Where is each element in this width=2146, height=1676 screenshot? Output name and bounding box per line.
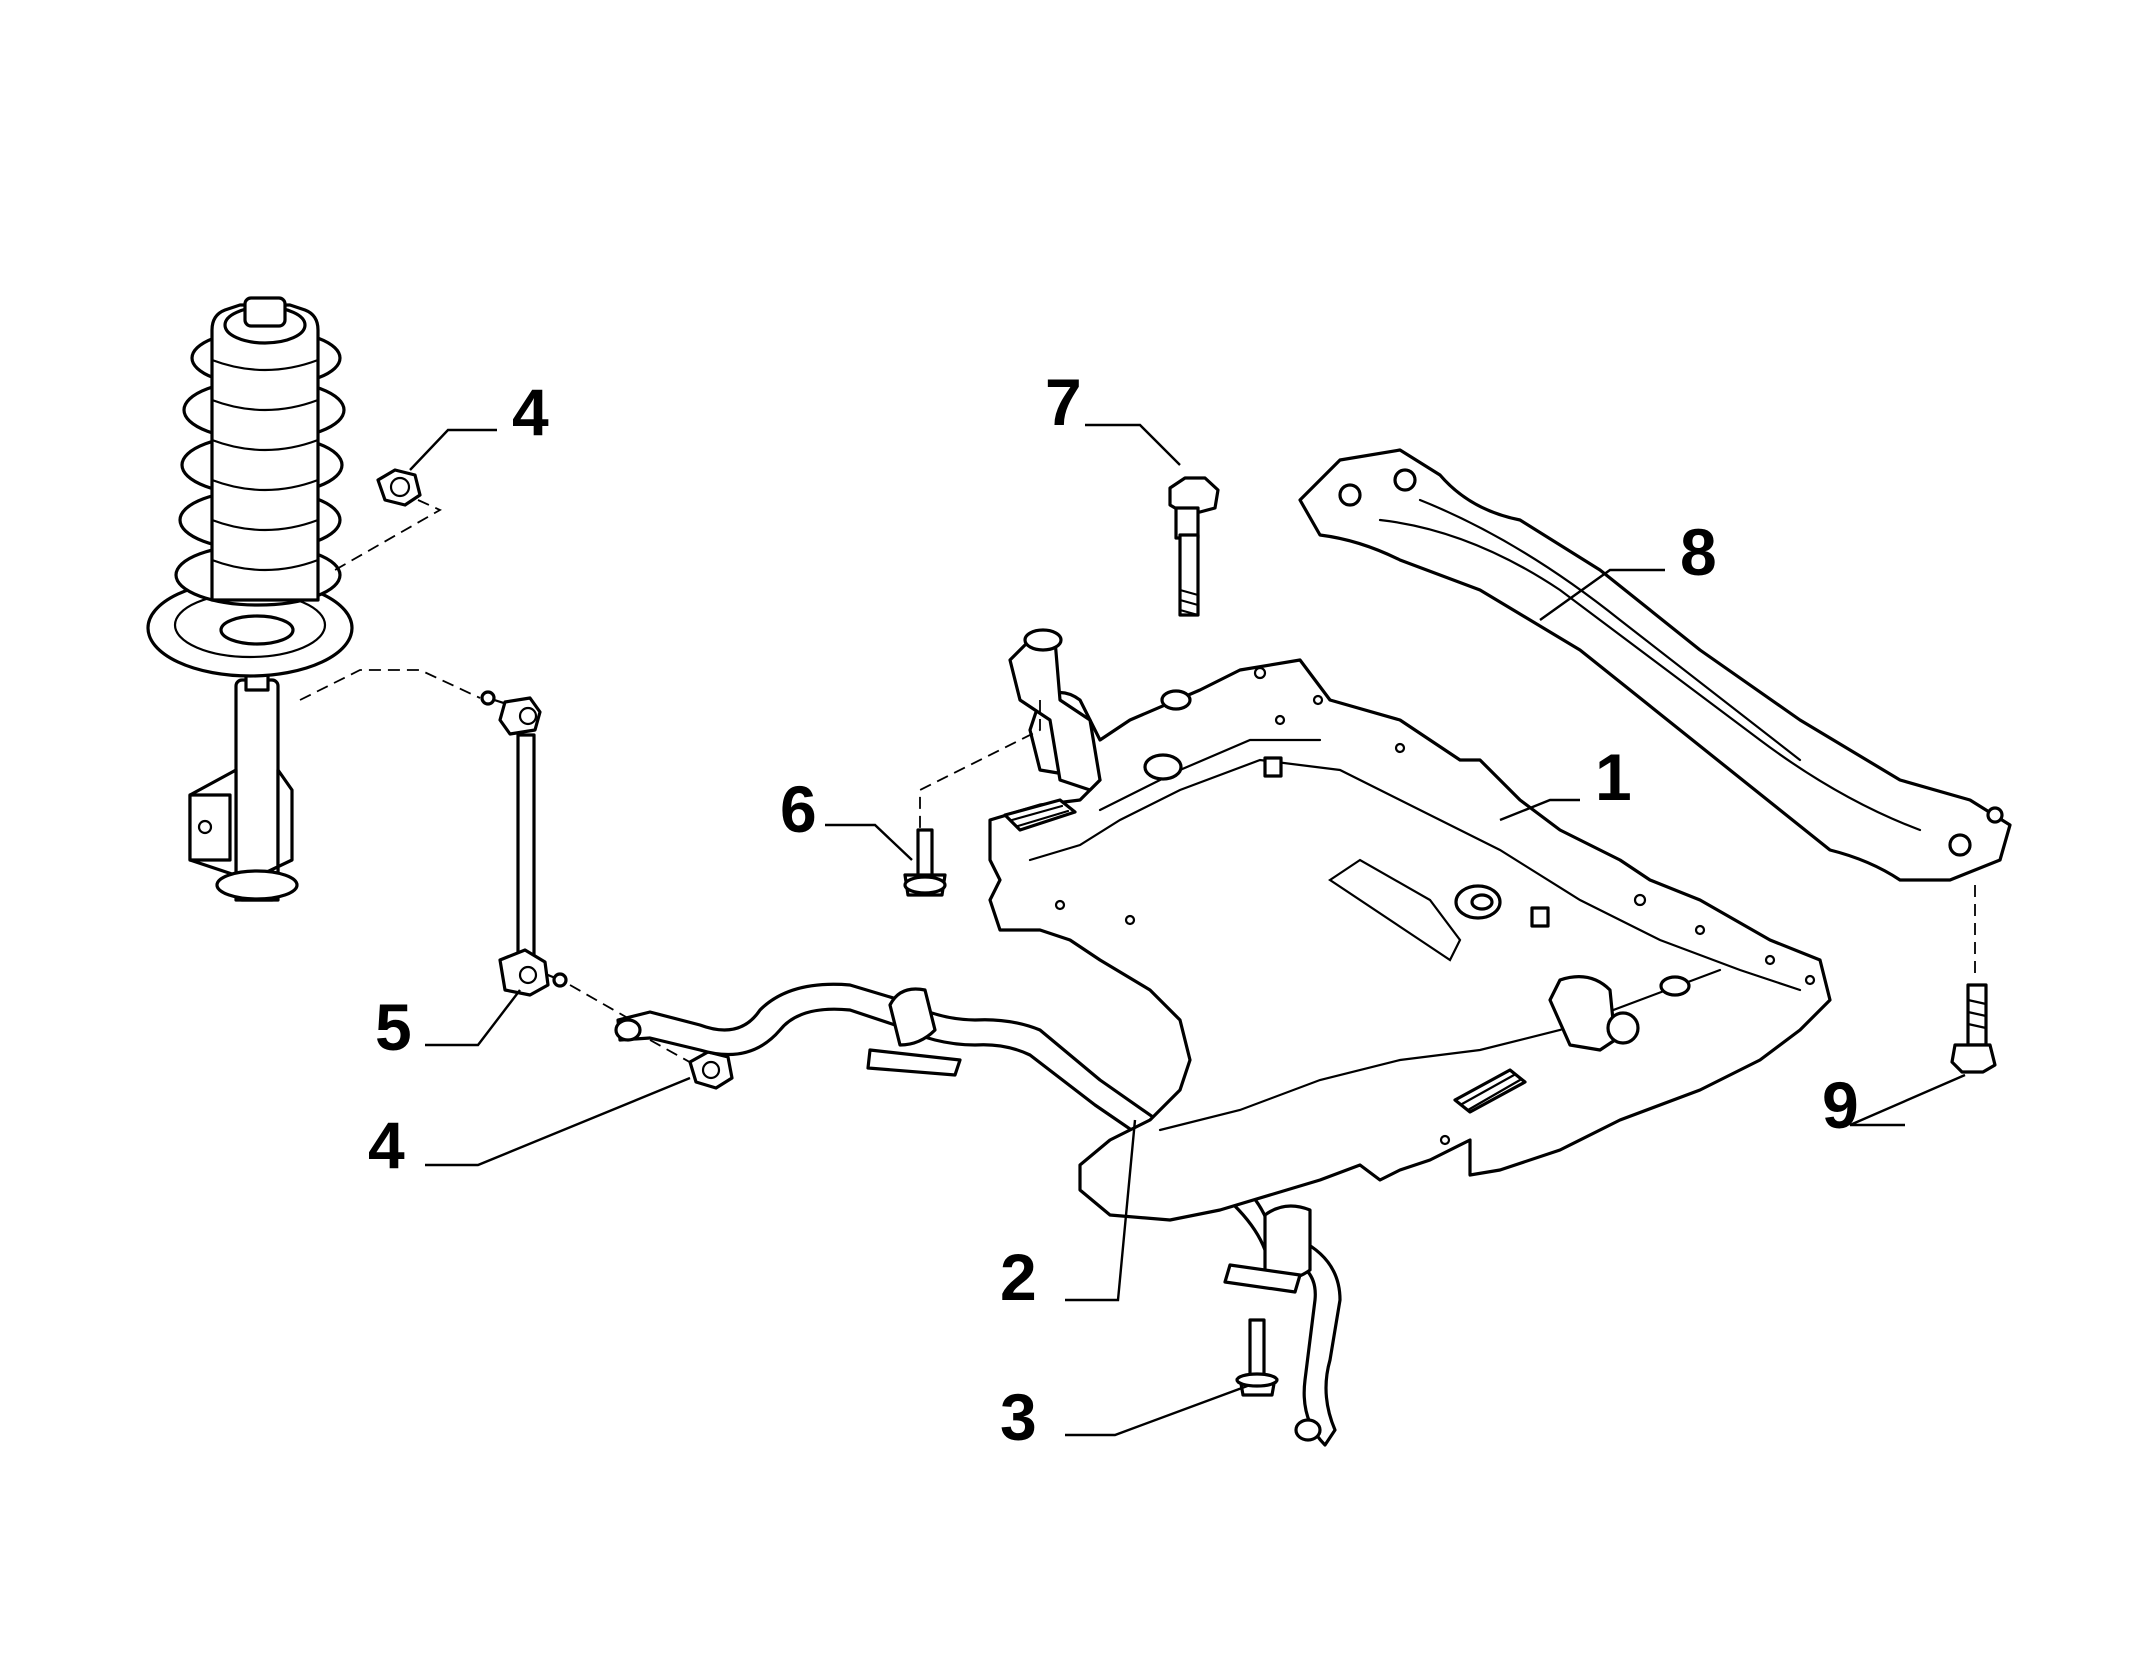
callout-2: 2 — [1000, 1240, 1037, 1314]
leader-8 — [1539, 568, 1665, 621]
leader-6 — [825, 823, 913, 861]
assembly-line-link-upper — [299, 669, 481, 701]
callout-9: 9 — [1822, 1068, 1859, 1142]
nut-lower — [688, 1050, 734, 1090]
bolt-9 — [1950, 983, 1997, 1074]
reinforcement-brace — [1298, 448, 2012, 882]
bolt-6 — [903, 828, 947, 897]
leader-4a — [409, 428, 497, 471]
callout-1: 1 — [1595, 740, 1632, 814]
callout-4-lower: 4 — [368, 1108, 405, 1182]
stabilizer-bar — [614, 982, 1342, 1447]
leader-2 — [1065, 1119, 1137, 1302]
assembly-line-bolt-6 — [919, 700, 1041, 830]
callout-6: 6 — [780, 772, 817, 846]
leader-3 — [1065, 1383, 1251, 1437]
callout-8: 8 — [1680, 515, 1717, 589]
bolt-3 — [1235, 1318, 1279, 1397]
nut-upper — [376, 468, 422, 507]
assembly-line-nut-upper — [334, 499, 442, 571]
leader-4b — [425, 1076, 691, 1167]
front-subframe — [988, 628, 1832, 1222]
callout-5: 5 — [375, 990, 412, 1064]
callout-3: 3 — [1000, 1380, 1037, 1454]
leader-9 — [1849, 1073, 1966, 1127]
leader-7 — [1085, 423, 1181, 466]
leader-1 — [1499, 798, 1580, 822]
strut-assembly — [146, 296, 354, 902]
callout-4-upper: 4 — [512, 375, 549, 449]
callout-7: 7 — [1045, 365, 1082, 439]
assembly-line-nut-lower — [649, 1039, 696, 1066]
stabilizer-link — [480, 690, 568, 997]
leader-5 — [425, 989, 521, 1047]
bolt-7 — [1168, 476, 1220, 617]
